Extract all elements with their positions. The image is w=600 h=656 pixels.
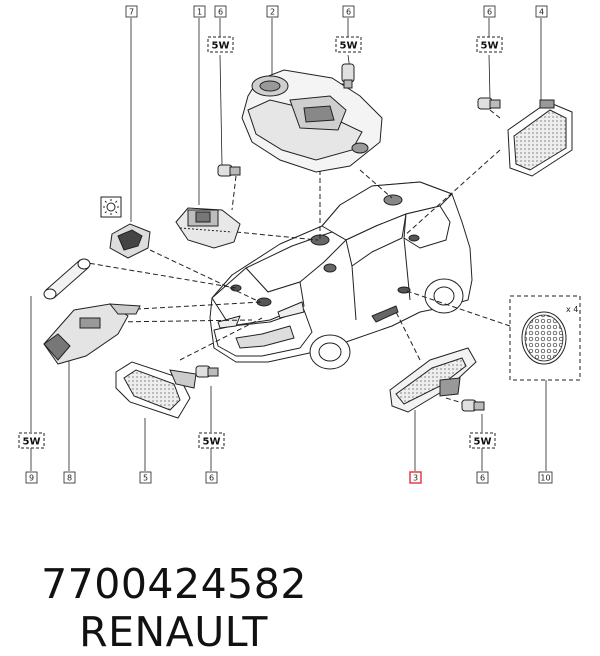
rating-label-bottom-right: 5W bbox=[469, 432, 496, 449]
car-body bbox=[209, 181, 473, 370]
callout-boxes: 7 1 6 2 6 6 4 9 bbox=[25, 5, 553, 484]
leader-lines bbox=[30, 18, 547, 471]
part-caption: 7700424582 RENAULT bbox=[14, 512, 307, 656]
part-overhead-console bbox=[241, 69, 383, 173]
rating-label-top-middle: 5W bbox=[335, 36, 362, 53]
svg-text:5W: 5W bbox=[212, 41, 230, 52]
parts-diagram: x 4 5W 5W 5W 5W 5W 5W 7 bbox=[18, 5, 581, 484]
svg-text:5W: 5W bbox=[481, 41, 499, 52]
svg-text:8: 8 bbox=[67, 474, 72, 483]
callout-7: 7 bbox=[125, 5, 138, 18]
part-door-lamp bbox=[389, 347, 477, 413]
connection-lines bbox=[81, 83, 511, 405]
callout-6-bottom-right: 6 bbox=[476, 471, 489, 484]
callout-10: 10 bbox=[538, 471, 553, 484]
svg-text:9: 9 bbox=[29, 474, 34, 483]
rating-label-top-right: 5W bbox=[476, 36, 503, 53]
brand-name: RENAULT bbox=[79, 608, 268, 656]
callout-8: 8 bbox=[63, 471, 76, 484]
callout-6-bottom-middle: 6 bbox=[205, 471, 218, 484]
svg-text:2: 2 bbox=[270, 8, 275, 17]
part-switch bbox=[109, 223, 151, 259]
quantity-label: x 4 bbox=[566, 305, 578, 314]
rating-label-top-left: 5W bbox=[207, 36, 234, 53]
svg-text:1: 1 bbox=[197, 8, 202, 17]
svg-text:5: 5 bbox=[143, 474, 148, 483]
part-courtesy-lamp bbox=[115, 361, 197, 419]
svg-text:5W: 5W bbox=[474, 437, 492, 448]
svg-text:6: 6 bbox=[346, 8, 351, 17]
callout-5: 5 bbox=[139, 471, 152, 484]
svg-text:5W: 5W bbox=[340, 41, 358, 52]
callout-6-top-middle: 6 bbox=[342, 5, 355, 18]
part-speaker-grille: x 4 bbox=[509, 295, 581, 381]
rating-label-bottom-left: 5W bbox=[18, 432, 45, 449]
svg-text:4: 4 bbox=[539, 8, 544, 17]
bulb-rating-labels: 5W 5W 5W 5W 5W 5W bbox=[18, 36, 503, 449]
callout-2: 2 bbox=[266, 5, 279, 18]
part-lamp-holder bbox=[43, 303, 141, 365]
part-number: 7700424582 bbox=[41, 560, 307, 608]
callout-4: 4 bbox=[535, 5, 548, 18]
svg-text:5W: 5W bbox=[203, 437, 221, 448]
part-festoon-bulb bbox=[43, 258, 91, 300]
callout-3-highlighted: 3 bbox=[409, 471, 422, 484]
svg-text:6: 6 bbox=[218, 8, 223, 17]
svg-text:7: 7 bbox=[129, 8, 134, 17]
part-map-light bbox=[175, 207, 241, 249]
svg-text:6: 6 bbox=[487, 8, 492, 17]
svg-text:10: 10 bbox=[540, 474, 550, 483]
svg-text:5W: 5W bbox=[23, 437, 41, 448]
rating-label-bottom-middle: 5W bbox=[198, 432, 225, 449]
part-rear-lamp bbox=[507, 99, 573, 177]
callout-1: 1 bbox=[193, 5, 206, 18]
callout-6-top-right: 6 bbox=[483, 5, 496, 18]
callout-6-top-left: 6 bbox=[214, 5, 227, 18]
svg-text:6: 6 bbox=[480, 474, 485, 483]
sun-icon bbox=[100, 196, 122, 218]
wedge-bulbs bbox=[195, 63, 501, 412]
svg-text:3: 3 bbox=[413, 474, 418, 483]
svg-text:6: 6 bbox=[209, 474, 214, 483]
callout-9: 9 bbox=[25, 471, 38, 484]
